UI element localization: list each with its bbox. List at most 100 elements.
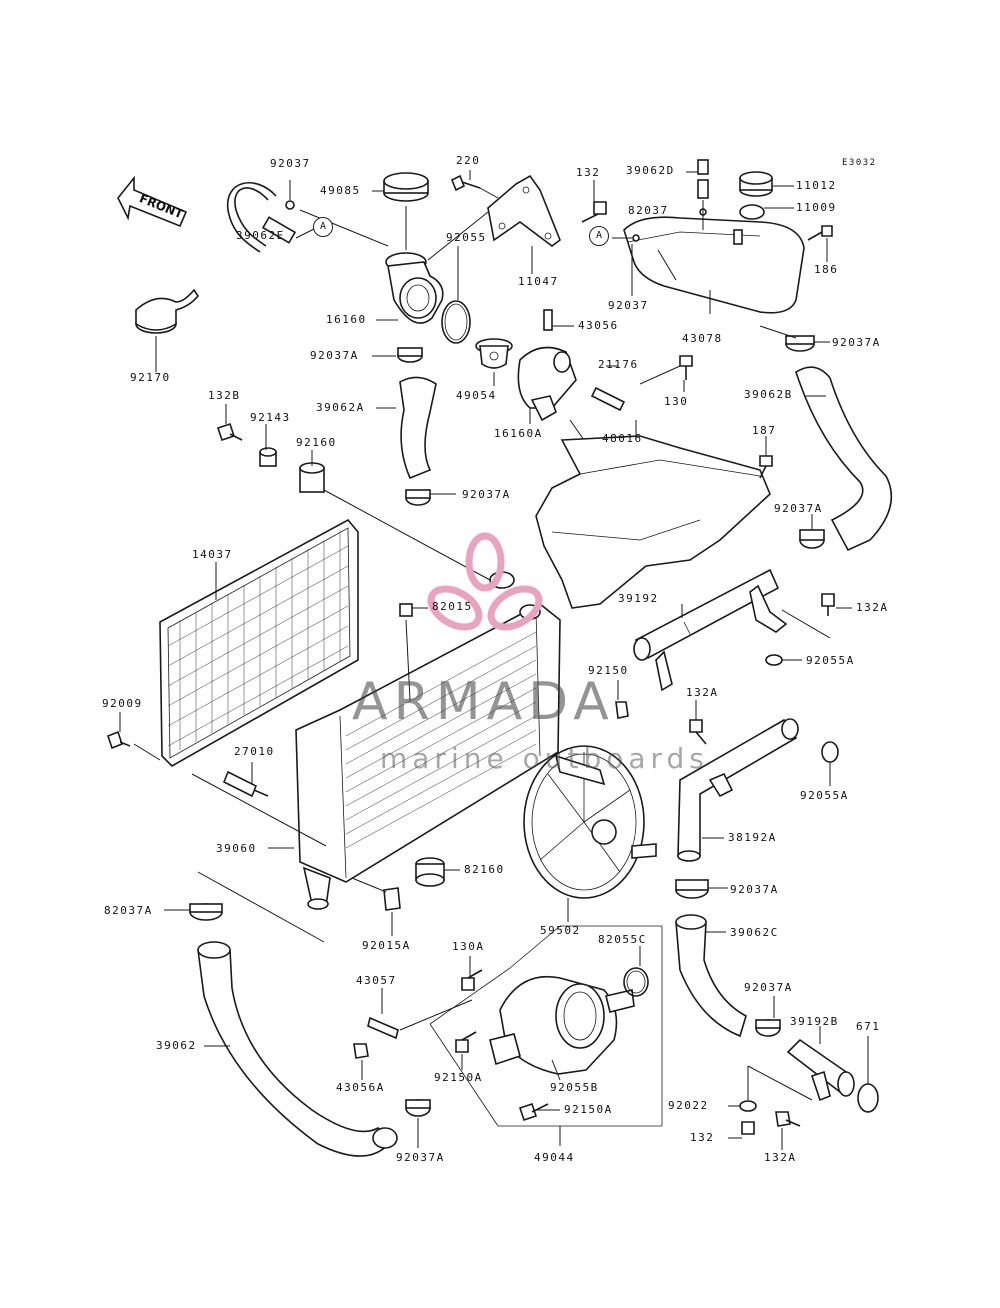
bracket-11047 [487,174,561,247]
label-92037a-c: 92037A [462,488,511,501]
label-186: 186 [814,263,839,276]
label-220: 220 [456,154,481,167]
bolt-130a [461,969,483,991]
hose-92170 [135,288,199,334]
label-21176: 21176 [598,358,639,371]
label-39060: 39060 [216,842,257,855]
label-43078: 43078 [682,332,723,345]
oring-92055 [441,300,471,344]
hose-43057 [367,1016,399,1040]
radiator-cap-49085 [383,172,429,202]
label-92015a: 92015A [362,939,411,952]
label-92055a-2: 92055A [800,789,849,802]
label-130a: 130A [452,940,485,953]
label-92037a-r2: 92037A [774,502,823,515]
label-132a-m: 132A [686,686,719,699]
label-43057: 43057 [356,974,397,987]
hose-39062c [675,914,747,1038]
label-11047: 11047 [518,275,559,288]
hose-39062b [795,366,893,552]
ref-mark-a-left: A [313,217,333,237]
bolt-187 [759,455,773,479]
clamp-92037a-r4 [755,1019,781,1037]
clip-92037-top [285,180,295,210]
label-49085: 49085 [320,184,361,197]
label-92160-top: 92160 [296,436,337,449]
clip-92015a [383,887,401,911]
label-132a-r: 132A [856,601,889,614]
label-82055c: 82055C [598,933,647,946]
bolt-132a-b [775,1111,801,1127]
hose-39062e [227,181,297,253]
switch-27010 [222,770,269,798]
label-92150a-2: 92150A [564,1103,613,1116]
bolt-130 [679,355,693,380]
oring-82055c [623,967,649,997]
label-11012: 11012 [796,179,837,192]
label-43056: 43056 [578,319,619,332]
label-39062: 39062 [156,1039,197,1052]
label-92170: 92170 [130,371,171,384]
bolt-92009 [107,730,131,750]
clamp-92037a-r3 [675,879,709,899]
label-92037-mid: 92037 [608,299,649,312]
label-43056a: 43056A [336,1081,385,1094]
bolt-92150 [615,701,629,719]
cap-11012 [739,171,773,197]
fan-59502 [523,745,657,899]
label-92022: 92022 [668,1099,709,1112]
label-16160: 16160 [326,313,367,326]
label-82160: 82160 [464,863,505,876]
watermark-flower-logo [427,532,543,631]
label-49044: 49044 [534,1151,575,1164]
label-92009: 92009 [102,697,143,710]
label-39062e: 39062E [236,229,285,242]
label-14037: 14037 [192,548,233,561]
label-92055b: 92055B [550,1081,599,1094]
clamp-92037a-c [405,489,431,506]
label-671: 671 [856,1020,881,1033]
label-92055: 92055 [446,231,487,244]
label-132a-b: 132A [764,1151,797,1164]
diagram-code: E3032 [842,158,877,168]
label-92037a-r3: 92037A [730,883,779,896]
clamp-92037a-r2 [799,529,825,549]
label-130: 130 [664,395,689,408]
clamp-92037a-b [405,1099,431,1117]
bolt-132-top [581,201,607,223]
label-16160a: 16160A [494,427,543,440]
label-187: 187 [752,424,777,437]
oring-92055a-2 [821,741,839,763]
label-92037a-l1: 92037A [310,349,359,362]
bolt-132a-m [689,719,707,745]
bolt-92150a-2 [518,1102,549,1122]
label-92037a-r4: 92037A [744,981,793,994]
hose-39062 [197,941,398,1157]
hose-39062d [697,159,709,199]
label-92055a-1: 92055A [806,654,855,667]
label-39062d: 39062D [626,164,675,177]
bolt-92150a-1 [455,1031,477,1053]
label-49054: 49054 [456,389,497,402]
thermostat-49054 [475,338,513,369]
label-48016: 48016 [602,432,643,445]
reservoir-tank-43078 [623,216,805,314]
bolt-132-b [741,1121,755,1135]
label-132b: 132B [208,389,241,402]
radiator-screen-14037 [159,518,359,767]
grommet-92160-top [299,462,325,493]
label-92037a-b: 92037A [396,1151,445,1164]
watermark-tagline: marine outboards [380,742,709,775]
label-92037-top: 92037 [270,157,311,170]
housing-16160a [517,346,577,422]
water-pump-49044 [489,976,635,1075]
label-59502: 59502 [540,924,581,937]
label-82037: 82037 [628,204,669,217]
grommet-82160 [415,857,445,887]
fitting-43056a [353,1043,369,1059]
label-39192: 39192 [618,592,659,605]
label-39062a: 39062A [316,401,365,414]
pipe-39192 [633,568,788,692]
label-39192b: 39192B [790,1015,839,1028]
